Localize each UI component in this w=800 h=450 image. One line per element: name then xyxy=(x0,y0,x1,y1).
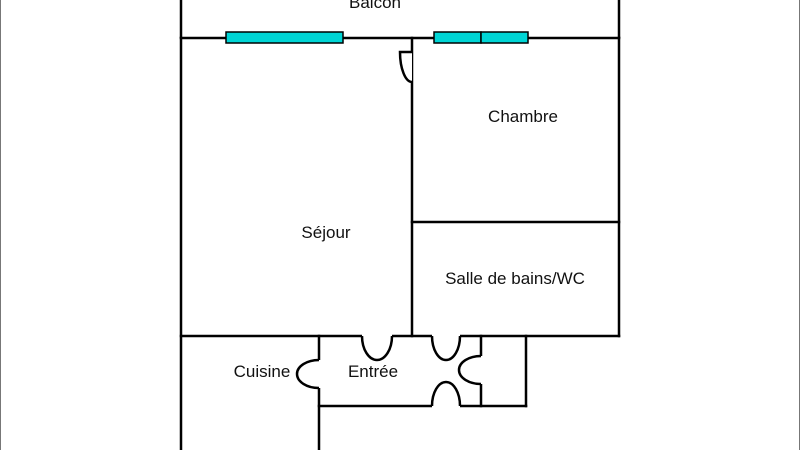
door-gap-entree-sejour xyxy=(362,330,392,342)
room-label-sejour: Séjour xyxy=(301,223,351,242)
door-swing-entree-sejour xyxy=(360,335,394,362)
door-swing-sejour xyxy=(398,50,413,84)
frame-left-edge xyxy=(0,0,1,450)
door-gap-bathroom xyxy=(432,330,460,342)
door-swing-cuisine xyxy=(295,358,320,390)
window-chambre-right xyxy=(480,31,529,44)
room-label-entree: Entrée xyxy=(347,362,399,381)
window-chambre-left xyxy=(433,31,482,44)
room-label-salle-de-bains: Salle de bains/WC xyxy=(445,269,585,288)
door-swing-entrance xyxy=(430,380,462,407)
door-swing-bathroom xyxy=(430,335,462,362)
door-swing-closet xyxy=(457,354,482,386)
door-gap-closet xyxy=(475,356,487,384)
room-label-chambre: Chambre xyxy=(488,107,558,126)
door-gap-cuisine xyxy=(313,360,325,388)
window-sejour xyxy=(225,31,344,44)
door-gap-entrance xyxy=(432,400,460,412)
room-label-balcon: Balcon xyxy=(349,0,401,12)
room-label-cuisine: Cuisine xyxy=(233,362,291,381)
